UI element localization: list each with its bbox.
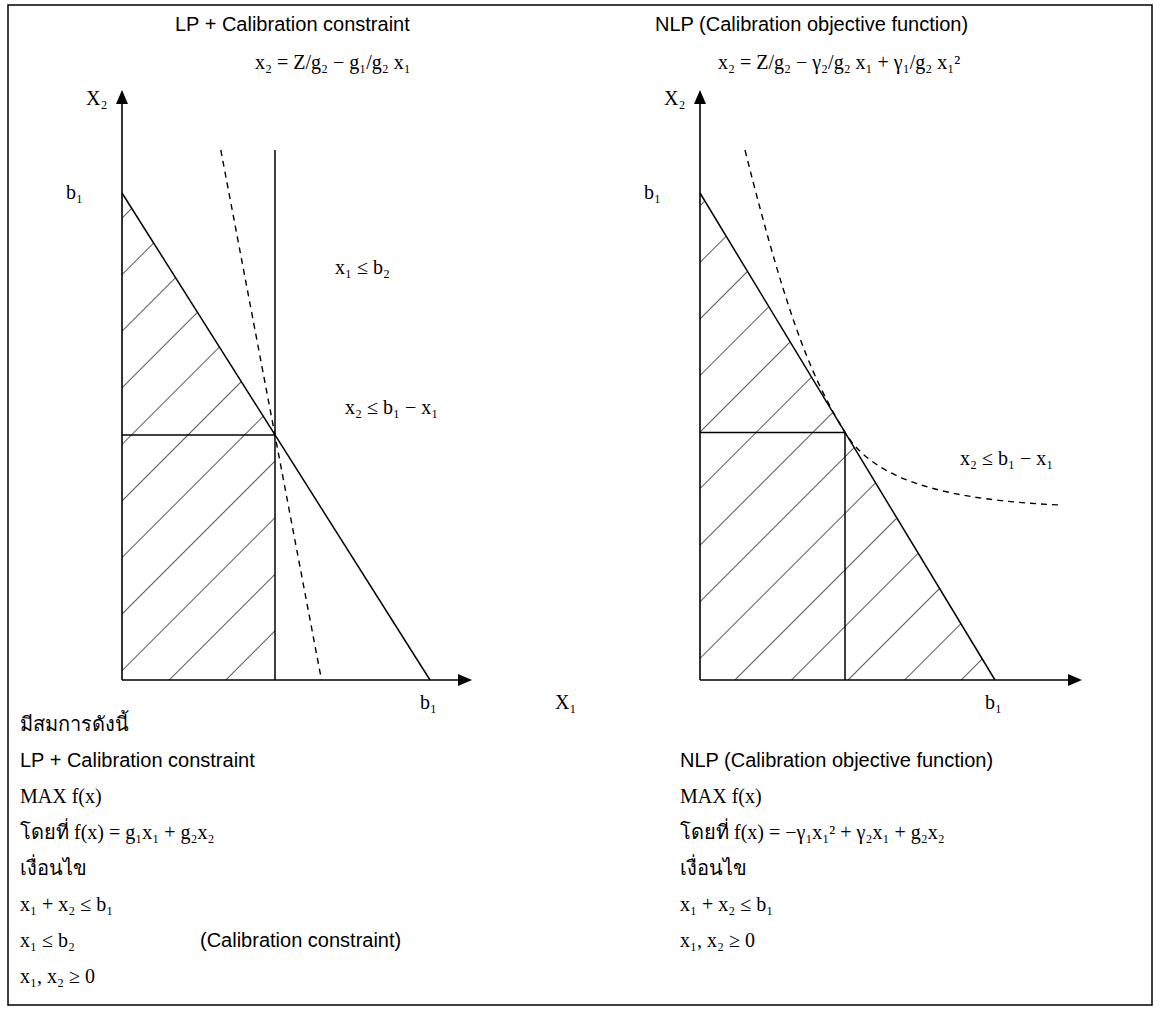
constraint-note: (Calibration constraint) bbox=[200, 928, 401, 952]
objective-line bbox=[221, 150, 322, 680]
constraint-equation: x₁, x₂ ≥ 0 bbox=[20, 964, 95, 988]
optimum-guide bbox=[700, 432, 845, 434]
intro-note: มีสมการดังนี้ bbox=[20, 712, 129, 736]
axis-arrow bbox=[458, 674, 472, 686]
constraint-equation: x₁ ≤ b₂ bbox=[20, 928, 75, 952]
objective-text: MAX f(x) bbox=[680, 784, 762, 808]
axis-label: X₁ bbox=[555, 690, 576, 714]
model-heading: NLP (Calibration objective function) bbox=[680, 748, 993, 772]
axis-arrow bbox=[694, 90, 706, 104]
model-heading: LP + Calibration constraint bbox=[20, 748, 255, 772]
constraint-label: x₁ ≤ b₂ bbox=[335, 255, 390, 279]
optimum-guide bbox=[122, 434, 275, 436]
axis-label: X₂ bbox=[664, 86, 685, 110]
feasible-region bbox=[122, 193, 275, 680]
constraint-heading: เงื่อนไข bbox=[20, 856, 87, 880]
axis-label: X₂ bbox=[86, 86, 107, 110]
axis-value: b₁ bbox=[644, 180, 661, 204]
curve-equation: x₂ = Z/g₂ − g₁/g₂ x₁ bbox=[255, 50, 411, 74]
constraint-label: x₂ ≤ b₁ − x₁ bbox=[960, 446, 1053, 470]
objective-curve bbox=[745, 150, 1060, 505]
y-axis bbox=[699, 100, 701, 680]
curve-equation: x₂ = Z/g₂ − γ₂/g₂ x₁ + γ₁/g₂ x₁² bbox=[718, 50, 960, 74]
constraint-line bbox=[122, 193, 430, 680]
axis-arrow bbox=[116, 90, 128, 104]
constraint-heading: เงื่อนไข bbox=[680, 856, 747, 880]
graph-heading: NLP (Calibration objective function) bbox=[655, 12, 968, 36]
y-axis bbox=[121, 100, 123, 680]
calibration-line bbox=[274, 150, 276, 680]
objective-function: โดยที่ f(x) = −γ₁x₁² + γ₂x₁ + g₂x₂ bbox=[680, 820, 945, 844]
objective-text: MAX f(x) bbox=[20, 784, 102, 808]
x-axis bbox=[700, 679, 1072, 681]
x-axis bbox=[122, 679, 462, 681]
axis-value: b₁ bbox=[985, 690, 1002, 714]
constraint-equation: x₁ + x₂ ≤ b₁ bbox=[680, 892, 773, 916]
axis-value: b₁ bbox=[420, 690, 437, 714]
objective-function: โดยที่ f(x) = g₁x₁ + g₂x₂ bbox=[20, 820, 214, 844]
graph-heading: LP + Calibration constraint bbox=[175, 12, 410, 36]
axis-value: b₁ bbox=[66, 180, 83, 204]
optimum-guide bbox=[844, 432, 846, 680]
constraint-equation: x₁ + x₂ ≤ b₁ bbox=[20, 892, 113, 916]
feasible-region bbox=[700, 193, 995, 680]
axis-arrow bbox=[1068, 674, 1082, 686]
constraint-line bbox=[700, 193, 995, 680]
constraint-label: x₂ ≤ b₁ − x₁ bbox=[345, 395, 438, 419]
constraint-equation: x₁, x₂ ≥ 0 bbox=[680, 928, 755, 952]
outer-frame bbox=[8, 5, 1152, 1005]
